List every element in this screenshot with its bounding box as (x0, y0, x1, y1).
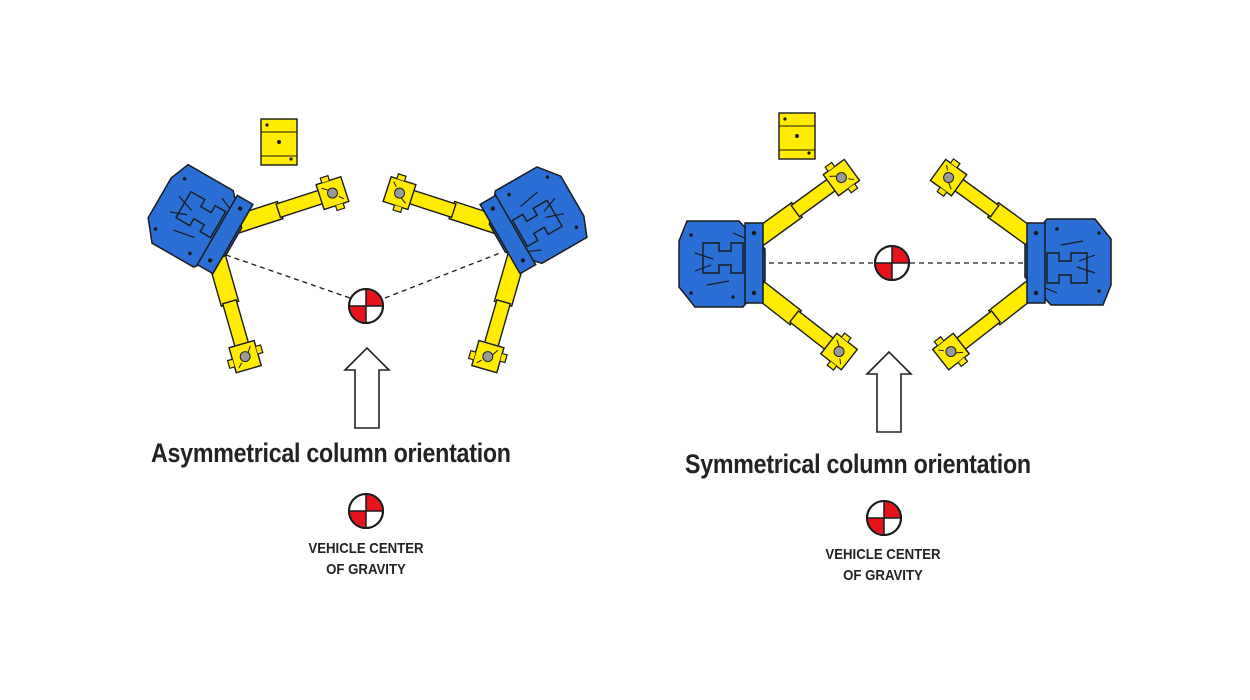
right-column-symmetrical (926, 154, 1112, 375)
up-arrow-icon (344, 347, 390, 429)
arm-storage-plate-left-panel (260, 118, 298, 166)
right-column-asymmetrical (380, 158, 595, 375)
symmetrical-panel (678, 112, 1112, 536)
center-of-gravity-icon (348, 288, 384, 324)
legend-line-1: VEHICLE CENTER (308, 540, 424, 557)
column-base-left (678, 220, 766, 308)
legend-label-right: VEHICLE CENTER OF GRAVITY (807, 544, 958, 586)
asymmetrical-title: Asymmetrical column orientation (151, 438, 511, 468)
up-arrow-icon (866, 351, 912, 433)
arm-storage-plate-right-panel (778, 112, 816, 160)
column-base-right (475, 158, 595, 278)
column-base-right (1024, 218, 1112, 306)
asymmetrical-panel (137, 118, 595, 529)
legend-line-2: OF GRAVITY (843, 567, 923, 584)
left-column-asymmetrical (137, 159, 352, 375)
legend-label-left: VEHICLE CENTER OF GRAVITY (290, 538, 441, 580)
legend-line-2: OF GRAVITY (326, 561, 406, 578)
dashed-line-right-column-to-cg (384, 252, 501, 299)
left-column-symmetrical (678, 154, 864, 375)
column-base-left (137, 159, 257, 279)
dashed-line-left-column-to-cg (225, 254, 351, 299)
legend-line-1: VEHICLE CENTER (825, 546, 941, 563)
legend-cg-icon (866, 500, 902, 536)
center-of-gravity-icon (874, 245, 910, 281)
legend-cg-icon (348, 493, 384, 529)
symmetrical-title: Symmetrical column orientation (685, 449, 1031, 479)
